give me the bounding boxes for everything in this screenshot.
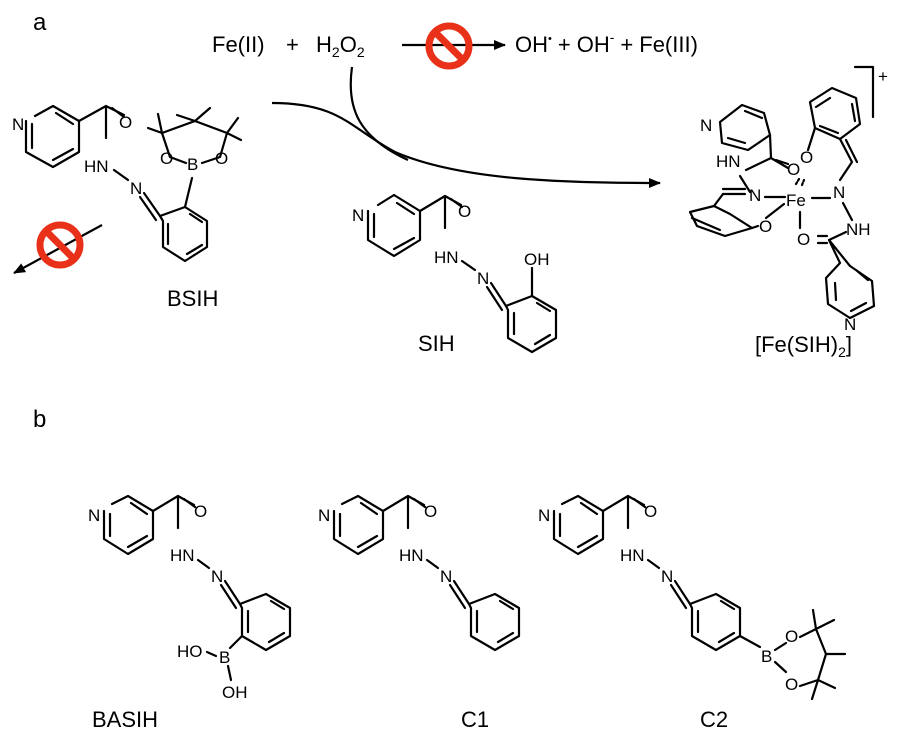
- panel-label-a: a: [33, 9, 47, 36]
- atom-n: N: [352, 206, 364, 225]
- atom-o: O: [797, 230, 810, 249]
- atom-n: N: [661, 567, 673, 586]
- atom-n: N: [833, 183, 845, 202]
- atom-o: O: [785, 627, 798, 646]
- atom-o: O: [759, 217, 772, 236]
- atom-fe: Fe: [786, 191, 806, 210]
- atom-n: N: [477, 269, 489, 288]
- sih-structure: N O HN N OH SIH: [352, 193, 558, 356]
- bsih-structure: N O HN N B O O BSIH: [12, 104, 243, 311]
- fenton-reaction: Fe(II) + H2O2 OH•+OH-+Fe(III): [212, 22, 698, 70]
- atom-n: N: [538, 506, 550, 525]
- atom-hn: HN: [84, 157, 109, 176]
- atom-nh: NH: [846, 220, 871, 239]
- atom-hn: HN: [620, 546, 645, 565]
- atom-n: N: [318, 506, 330, 525]
- c1-label: C1: [461, 707, 489, 732]
- atom-o: O: [215, 149, 228, 168]
- atom-o: O: [644, 502, 657, 521]
- products-label: OH•+OH-+Fe(III): [515, 29, 698, 57]
- c2-label: C2: [700, 707, 728, 732]
- atom-ho: HO: [177, 642, 203, 661]
- panel-label-b: b: [33, 406, 46, 433]
- atom-hn: HN: [716, 152, 741, 171]
- atom-n: N: [440, 567, 452, 586]
- basih-label: BASIH: [92, 707, 158, 732]
- atom-n: N: [88, 506, 100, 525]
- atom-b: B: [187, 155, 198, 174]
- atom-n: N: [844, 315, 856, 334]
- atom-o: O: [119, 113, 132, 132]
- atom-o: O: [160, 149, 173, 168]
- atom-hn: HN: [170, 546, 195, 565]
- atom-b: B: [761, 647, 772, 666]
- atom-n: N: [749, 186, 761, 205]
- atom-o: O: [800, 148, 813, 167]
- plus-sign: +: [286, 32, 299, 57]
- atom-o: O: [785, 675, 798, 694]
- atom-oh: OH: [524, 250, 550, 269]
- complex-label: [Fe(SIH)2]: [755, 332, 852, 360]
- release-arrow: [13, 224, 103, 274]
- activation-curve: [271, 101, 661, 188]
- no-entry-icon: [425, 22, 473, 70]
- atom-hn: HN: [434, 248, 459, 267]
- atom-b: B: [219, 648, 230, 667]
- atom-n: N: [12, 115, 24, 134]
- no-entry-icon: [36, 221, 84, 269]
- atom-n: N: [211, 567, 223, 586]
- atom-hn: HN: [399, 546, 424, 565]
- h2o2-label: H2O2: [316, 32, 365, 60]
- c2-structure: N O HN N B O O C2: [538, 494, 847, 732]
- fe2-label: Fe(II): [212, 32, 265, 57]
- atom-o: O: [194, 502, 207, 521]
- bsih-label: BSIH: [167, 286, 218, 311]
- sih-incoming-curve: [349, 66, 409, 161]
- atom-o: O: [787, 160, 800, 179]
- complex-charge: +: [878, 67, 888, 86]
- atom-oh: OH: [222, 683, 248, 702]
- atom-n: N: [130, 179, 142, 198]
- fe-sih-complex: N HN O N Fe O N NH O N O [Fe(SIH)2] +: [688, 65, 888, 360]
- c1-structure: N O HN N C1: [318, 494, 521, 732]
- atom-o: O: [424, 502, 437, 521]
- basih-structure: N O HN N B HO OH BASIH: [88, 494, 292, 732]
- atom-n: N: [700, 116, 712, 135]
- atom-o: O: [458, 202, 471, 221]
- sih-label: SIH: [418, 331, 455, 356]
